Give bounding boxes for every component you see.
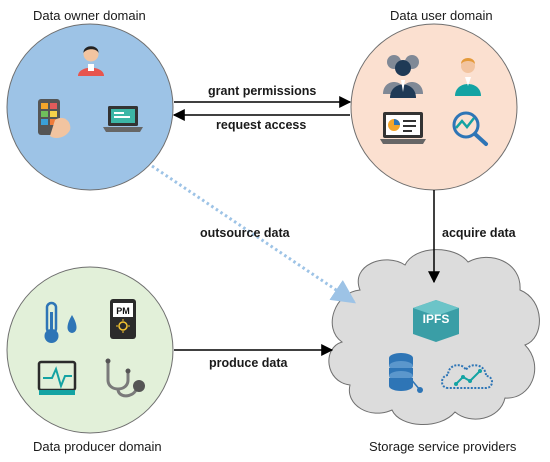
owner-domain-circle xyxy=(6,23,174,191)
outsource-data-label: outsource data xyxy=(200,226,290,240)
cloud-analytics-icon xyxy=(441,364,493,389)
database-network-icon xyxy=(389,353,423,393)
acquire-data-label: acquire data xyxy=(442,226,516,240)
user-avatar-icon xyxy=(455,58,481,96)
produce-data-label: produce data xyxy=(209,356,288,370)
request-access-label: request access xyxy=(216,118,307,132)
person-icon xyxy=(78,46,104,76)
producer-domain-title: Data producer domain xyxy=(33,439,162,454)
pm-sensor-icon: PM xyxy=(110,299,136,339)
outsource-data-arrow xyxy=(151,164,356,304)
grant-permissions-label: grant permissions xyxy=(208,84,317,98)
thermometer-icon xyxy=(44,301,77,343)
smartphone-hand-icon xyxy=(38,99,71,138)
laptop-icon xyxy=(103,106,143,132)
user-domain-title: Data user domain xyxy=(390,8,493,23)
heart-monitor-icon xyxy=(37,360,77,395)
producer-domain-circle xyxy=(6,266,174,434)
user-domain-circle xyxy=(350,23,518,191)
analytics-search-icon xyxy=(452,111,488,146)
storage-title: Storage service providers xyxy=(369,439,517,454)
presentation-screen-icon xyxy=(380,112,426,144)
stethoscope-icon xyxy=(105,358,145,398)
ipfs-label: IPFS xyxy=(422,312,450,326)
business-group-icon xyxy=(383,55,423,98)
ipfs-cube-icon xyxy=(413,300,459,342)
pm-sensor-text: PM xyxy=(116,306,130,316)
owner-domain-title: Data owner domain xyxy=(33,8,146,23)
